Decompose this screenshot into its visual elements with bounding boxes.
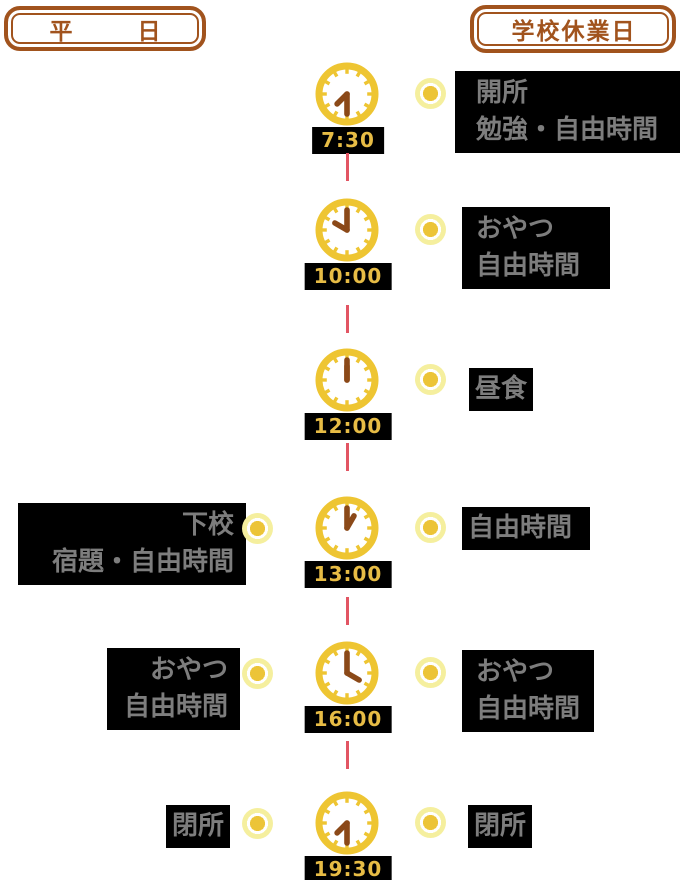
timeline-row: 7:30 開所 勉強・自由時間	[0, 62, 680, 154]
weekday-activity-label: 閉所	[165, 805, 230, 848]
holiday-header-label: 学校休業日	[511, 19, 637, 45]
bullet-icon	[415, 78, 446, 109]
holiday-activity-label: 自由時間	[462, 507, 590, 550]
bullet-icon	[242, 808, 273, 839]
weekday-activity-label: 下校 宿題・自由時間	[18, 503, 246, 585]
bullet-icon	[415, 512, 446, 543]
timeline-connector	[346, 305, 349, 333]
bullet-icon	[242, 513, 273, 544]
holiday-activity-label: 開所 勉強・自由時間	[455, 71, 680, 153]
bullet-icon	[415, 214, 446, 245]
clock-icon	[315, 641, 379, 705]
holiday-activity-label: おやつ 自由時間	[462, 650, 595, 732]
weekday-header: 平 日	[4, 6, 206, 51]
holiday-activity-label: 閉所	[468, 805, 533, 848]
time-label: 13:00	[304, 561, 392, 588]
activity-text-line: 勉強・自由時間	[476, 115, 659, 145]
holiday-header: 学校休業日	[470, 5, 676, 53]
timeline-row: 12:00 昼食	[0, 348, 680, 440]
activity-text-line: 宿題・自由時間	[51, 547, 234, 577]
timeline-connector	[346, 153, 349, 181]
activity-text-line: 閉所	[171, 811, 224, 841]
bullet-icon	[415, 807, 446, 838]
timeline-connector	[346, 741, 349, 769]
time-label: 7:30	[312, 127, 384, 154]
timeline-connector	[346, 443, 349, 471]
clock-icon	[315, 348, 379, 412]
time-label: 12:00	[304, 413, 392, 440]
weekday-activity-label: おやつ 自由時間	[107, 648, 240, 730]
activity-text-line: 閉所	[474, 811, 527, 841]
clock-icon	[315, 791, 379, 855]
timeline-row: 10:00 おやつ 自由時間	[0, 198, 680, 290]
activity-text-line: 自由時間	[476, 694, 581, 724]
activity-text-line: おやつ	[149, 655, 228, 685]
activity-text-line: 自由時間	[123, 692, 228, 722]
activity-text-line: 自由時間	[468, 513, 573, 543]
holiday-activity-label: おやつ 自由時間	[462, 207, 610, 289]
holiday-activity-label: 昼食	[469, 368, 534, 411]
activity-text-line: おやつ	[476, 214, 555, 244]
timeline-row: 下校 宿題・自由時間 13:00 自由時間	[0, 496, 680, 588]
weekday-header-label: 平 日	[49, 18, 182, 45]
activity-text-line: おやつ	[476, 657, 555, 687]
activity-text-line: 自由時間	[476, 251, 581, 281]
bullet-icon	[242, 658, 273, 689]
bullet-icon	[415, 364, 446, 395]
time-label: 10:00	[304, 263, 392, 290]
activity-text-line: 昼食	[475, 374, 528, 404]
clock-icon	[315, 198, 379, 262]
clock-icon	[315, 496, 379, 560]
time-label: 19:30	[304, 856, 392, 880]
timeline-row: おやつ 自由時間 16:00 おやつ 自由時間	[0, 641, 680, 733]
bullet-icon	[415, 657, 446, 688]
timeline-connector	[346, 597, 349, 625]
activity-text-line: 開所	[476, 78, 529, 108]
timeline-row: 閉所 19:30 閉所	[0, 791, 680, 880]
time-label: 16:00	[304, 706, 392, 733]
clock-icon	[315, 62, 379, 126]
activity-text-line: 下校	[181, 510, 234, 540]
